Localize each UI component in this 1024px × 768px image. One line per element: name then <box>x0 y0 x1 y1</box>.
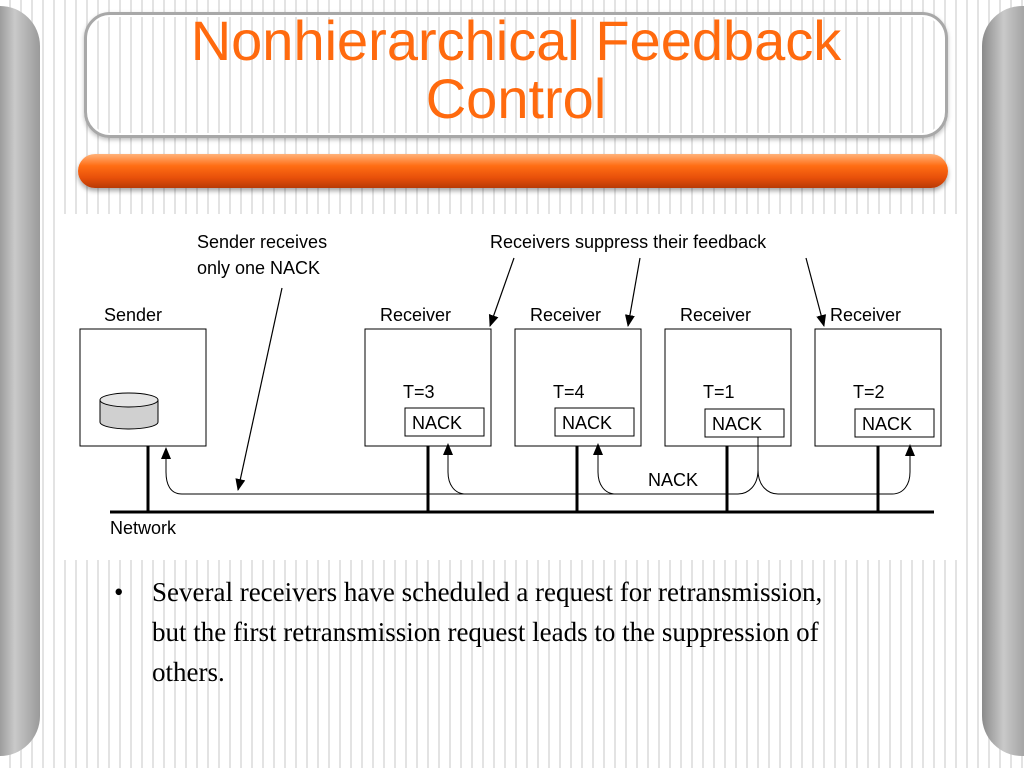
receiver-1-nack: NACK <box>412 413 462 433</box>
receiver-4-nack: NACK <box>862 414 912 434</box>
receiver-4: Receiver T=2 NACK <box>814 305 942 447</box>
bullet-point: • Several receivers have scheduled a req… <box>114 572 854 692</box>
receiver-4-nack-box <box>854 408 935 438</box>
receiver-1: Receiver T=3 NACK <box>364 305 492 447</box>
receiver-1-nack-box <box>404 407 485 437</box>
receiver-3: Receiver T=1 NACK <box>664 305 792 447</box>
receiver-2-nack-box <box>554 407 635 437</box>
nack-path-to-sender <box>161 447 466 495</box>
annotation-arrow-receiver-1 <box>488 257 515 327</box>
annotation-sender-receives: Sender receives <box>197 232 327 252</box>
slide-title-line-1: Nonhierarchical Feedback <box>190 9 842 72</box>
annotation-arrow-receiver-4 <box>805 257 827 327</box>
nack-path-to-receiver-4 <box>757 437 915 495</box>
slide-title-line-2: Control <box>425 67 607 130</box>
annotation-arrow-sender <box>235 287 283 491</box>
left-decorative-bar <box>0 6 40 756</box>
receiver-2-label: Receiver <box>530 305 601 325</box>
title-underline-bar <box>78 154 948 188</box>
receiver-3-nack: NACK <box>712 414 762 434</box>
receiver-3-label: Receiver <box>680 305 751 325</box>
annotation-arrow-receiver-2 <box>624 257 641 327</box>
database-icon <box>99 392 159 430</box>
network-label: Network <box>110 518 177 538</box>
receiver-3-nack-box <box>704 408 785 438</box>
receiver-4-timer: T=2 <box>853 382 885 402</box>
receiver-2-timer: T=4 <box>553 382 585 402</box>
feedback-diagram: Sender receives only one NACK Receivers … <box>60 214 962 560</box>
receiver-2: Receiver T=4 NACK <box>514 305 642 447</box>
receiver-3-timer: T=1 <box>703 382 735 402</box>
slide-title: Nonhierarchical Feedback Control <box>84 12 948 128</box>
nack-wire-label: NACK <box>648 470 698 490</box>
annotation-only-one-nack: only one NACK <box>197 258 320 278</box>
receiver-2-nack: NACK <box>562 413 612 433</box>
receiver-1-timer: T=3 <box>403 382 435 402</box>
bullet-marker: • <box>114 577 124 607</box>
sender-label: Sender <box>104 305 162 325</box>
feedback-diagram-svg: Sender receives only one NACK Receivers … <box>79 232 942 538</box>
receiver-4-label: Receiver <box>830 305 901 325</box>
right-decorative-bar <box>982 6 1024 756</box>
annotation-receivers-suppress: Receivers suppress their feedback <box>490 232 767 252</box>
receiver-1-label: Receiver <box>380 305 451 325</box>
title-frame <box>84 12 948 138</box>
nack-path-to-receiver-1 <box>443 443 616 495</box>
bullet-text: Several receivers have scheduled a reque… <box>152 577 823 687</box>
